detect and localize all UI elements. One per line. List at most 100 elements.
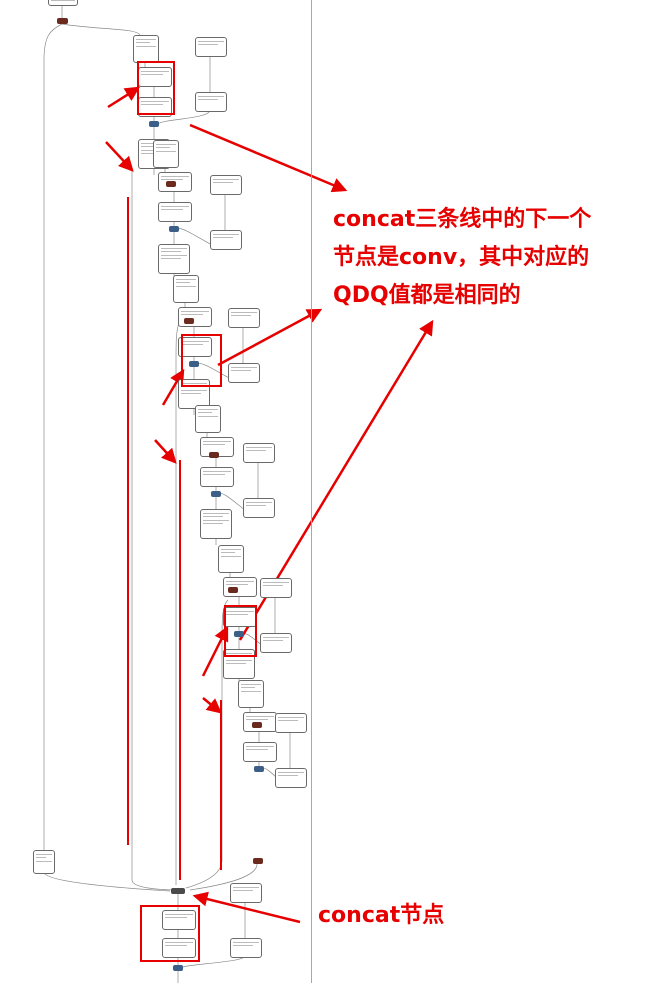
node-attribute-row [213, 182, 233, 183]
concat-add-node[interactable] [173, 965, 183, 971]
block-3-weight-quantize[interactable] [228, 308, 260, 328]
block-4-weight-dequantize[interactable] [243, 498, 275, 518]
node-attribute-row [231, 366, 257, 368]
relu-node-5[interactable] [228, 587, 238, 593]
concat-weight-dequantize[interactable] [230, 938, 262, 958]
node-attribute-row [161, 258, 181, 259]
node-attribute-row [198, 408, 218, 410]
block-5-add-node[interactable] [234, 631, 244, 637]
block-1-conv-node[interactable] [133, 35, 159, 63]
node-attribute-row [246, 501, 272, 503]
block-3-add-node[interactable] [189, 361, 199, 367]
block-4-add-node[interactable] [211, 491, 221, 497]
node-attribute-row [198, 44, 218, 45]
block-2-weight-quantize[interactable] [210, 175, 242, 195]
block-2-dequantize-linear[interactable] [158, 202, 192, 222]
node-attribute-row [203, 474, 225, 475]
node-attribute-row [181, 344, 203, 345]
edge-left-conv-to-concat [43, 871, 171, 892]
block-6-conv-node[interactable] [238, 680, 264, 708]
node-attribute-row [203, 519, 229, 521]
highlight-box-2 [181, 334, 222, 387]
relu-node-3[interactable] [184, 318, 194, 324]
relu-node-2[interactable] [166, 181, 176, 187]
node-attribute-row [176, 278, 196, 280]
block-3-weight-dequantize[interactable] [228, 363, 260, 383]
node-attribute-row [181, 310, 209, 312]
node-attribute-row [161, 209, 183, 210]
block-4-dequantize-linear[interactable] [200, 467, 234, 487]
node-attribute-row [226, 652, 252, 654]
arrow-down-3 [202, 697, 222, 714]
block-6-weight-quantize[interactable] [275, 713, 307, 733]
node-attribute-row [213, 178, 239, 180]
block-5-weight-dequantize[interactable] [260, 633, 292, 653]
block-6-weight-dequantize[interactable] [275, 768, 307, 788]
block-4-conv-node[interactable] [195, 405, 221, 433]
block-4-weight-quantize[interactable] [243, 443, 275, 463]
concat-weight-quantize[interactable] [230, 883, 262, 903]
node-attribute-row [51, 0, 75, 1]
node-attribute-row [198, 99, 218, 100]
arrow-to-callout-1 [189, 123, 348, 193]
block-2-weight-dequantize[interactable] [210, 230, 242, 250]
quant-node-top[interactable] [48, 0, 78, 6]
skip-edge-1 [131, 170, 179, 891]
block-5-conv-node[interactable] [218, 545, 244, 573]
node-attribute-row [181, 340, 209, 342]
node-attribute-row [156, 150, 176, 152]
highlight-box-3 [224, 605, 257, 657]
node-attribute-row [226, 663, 246, 664]
block-3-conv-node[interactable] [173, 275, 199, 303]
node-attribute-row [136, 45, 156, 47]
block-5-weight-quantize[interactable] [260, 578, 292, 598]
node-attribute-row [263, 636, 289, 638]
node-attribute-row [231, 315, 251, 316]
node-attribute-row [241, 687, 255, 688]
block-1-add-node[interactable] [149, 121, 159, 127]
relu-node-7[interactable] [253, 858, 263, 864]
block-6-add-node[interactable] [254, 766, 264, 772]
block-4-batchnorm-node[interactable] [200, 509, 232, 539]
block-1-weight-quantize[interactable] [195, 37, 227, 57]
block-1-weight-dequantize[interactable] [195, 92, 227, 112]
node-attribute-row [198, 415, 218, 417]
block-5-batchnorm-node[interactable] [223, 649, 255, 679]
block-1-quantize-linear[interactable] [138, 67, 172, 87]
node-attribute-row [246, 446, 272, 448]
arrow-up-2 [161, 368, 185, 406]
node-attribute-row [176, 282, 190, 283]
block-2-conv-node[interactable] [153, 140, 179, 168]
annotation-line-3: QDQ值都是相同的 [333, 283, 521, 308]
concat-dequantize-linear[interactable] [162, 938, 196, 958]
node-attribute-row [36, 853, 52, 855]
node-attribute-row [181, 314, 203, 315]
node-attribute-row [278, 716, 304, 718]
block-3-dequantize-linear[interactable] [178, 337, 212, 357]
concat-node[interactable] [171, 888, 185, 894]
node-attribute-row [156, 143, 176, 145]
node-attribute-row [233, 890, 253, 891]
arrow-up-1 [107, 86, 141, 109]
block-2-batchnorm-node[interactable] [158, 244, 190, 274]
relu-node-4[interactable] [209, 452, 219, 458]
node-attribute-row [203, 512, 229, 514]
node-attribute-row [233, 945, 253, 946]
node-attribute-row [161, 175, 189, 177]
relu-node-top[interactable] [57, 18, 68, 24]
annotation-concat-label: concat节点 [318, 903, 445, 928]
node-attribute-row [141, 74, 163, 75]
relu-node-6[interactable] [252, 722, 262, 728]
arrow-to-concat [192, 891, 301, 924]
block-2-add-node[interactable] [169, 226, 179, 232]
block-6-dequantize-linear[interactable] [243, 742, 277, 762]
node-attribute-row [165, 945, 187, 946]
skip-edge-left [43, 23, 63, 850]
arrow-down-2 [154, 439, 177, 464]
block-3-quantize-linear[interactable] [178, 307, 212, 327]
conv-node-bottom-left[interactable] [33, 850, 55, 874]
concat-quantize-linear[interactable] [162, 910, 196, 930]
block-3-batchnorm-node[interactable] [178, 379, 210, 409]
